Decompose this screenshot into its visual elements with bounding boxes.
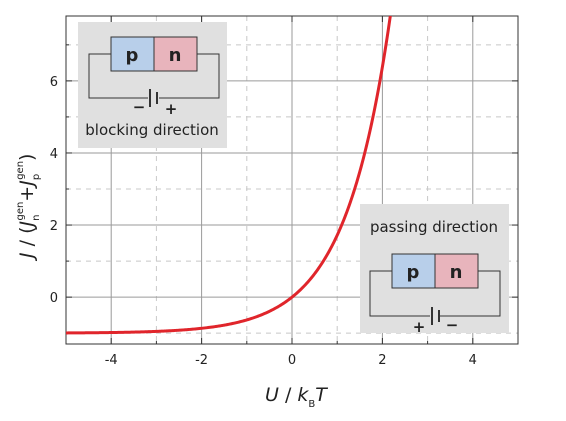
passing-p-label: p [407,262,420,283]
x-label-sep: / [279,384,297,406]
y-tick-label: 2 [50,219,58,234]
passing-direction-label: passing direction [370,218,498,236]
x-axis-label: U / kBT [265,384,328,410]
y-label-open: / ( [16,226,38,252]
blocking-circuit-wire-right [159,53,220,99]
passing-n-label: n [450,262,463,283]
passing-plus-sign: + [413,318,426,336]
y-label-j1: J [16,220,38,230]
y-tick-label: 0 [50,291,58,306]
y-label-close: ) [16,154,38,161]
passing-direction-box: passing direction p n + − [360,204,509,336]
blocking-circuit-wire [88,53,148,99]
blocking-p-region [110,36,155,72]
y-label-j: J [16,252,38,262]
y-label-n: n [31,215,42,221]
passing-circuit-wire [369,270,430,317]
y-label-gen1: gen [15,202,26,221]
x-label-k-sub: B [308,399,315,410]
x-label-t: T [315,384,328,406]
x-tick-label: -2 [195,353,208,368]
blocking-p-label: p [126,45,139,66]
x-tick-label: 0 [288,353,296,368]
iv-curve [66,16,392,335]
y-label-plus: + [16,186,38,202]
axis-ticks: -4 -2 0 2 4 0 2 4 6 [50,16,518,368]
blocking-direction-label: blocking direction [85,121,219,139]
blocking-minus-sign: − [133,98,146,116]
y-label-j2: J [16,180,38,190]
x-tick-label: -4 [105,353,118,368]
x-label-k: k [297,384,309,406]
y-tick-label: 6 [50,75,58,90]
y-label-p: p [31,174,42,180]
blocking-plus-sign: + [165,100,178,118]
passing-circuit-wire-right [440,270,501,317]
x-label-u: U [265,384,279,406]
x-tick-label: 2 [378,353,386,368]
x-tick-label: 4 [469,353,477,368]
blocking-n-label: n [169,45,182,66]
y-axis-label: J / (Jngen+Jpgen) [15,154,42,262]
y-tick-label: 4 [50,147,58,162]
blocking-n-region [153,36,198,72]
passing-minus-sign: − [446,316,459,334]
y-label-gen2: gen [15,161,26,180]
blocking-direction-box: p n − + blocking direction [78,22,227,148]
